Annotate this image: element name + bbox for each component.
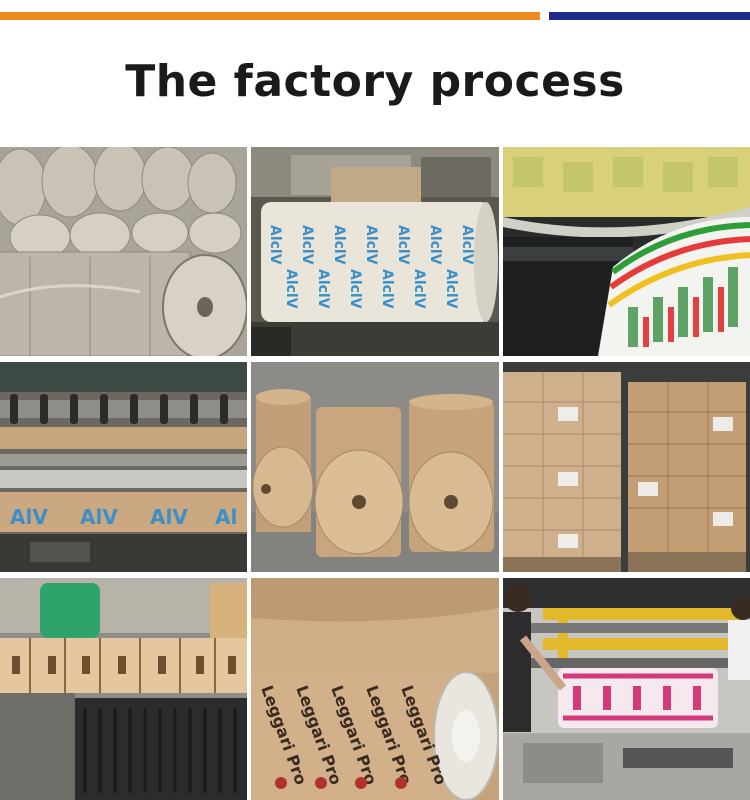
photo-operator-rewinding-machine <box>503 578 750 800</box>
photo-slitting-machine-shafts: AlV AlV AlV Al <box>0 362 247 572</box>
svg-text:AlV: AlV <box>150 505 188 529</box>
svg-text:AlV: AlV <box>10 505 48 529</box>
svg-text:AlclV: AlclV <box>267 225 283 265</box>
photo-printed-roll-aipia-workshop: AlclV AlclV AlclV AlclV AlclV AlclV Alcl… <box>251 147 499 356</box>
photo-packed-cartons-pallets <box>503 362 750 572</box>
svg-text:AlclV: AlclV <box>411 269 427 309</box>
photo-coating-printed-film <box>503 147 750 356</box>
svg-text:AlV: AlV <box>80 505 118 529</box>
svg-text:AlclV: AlclV <box>331 225 347 265</box>
svg-text:AlclV: AlclV <box>299 225 315 265</box>
svg-text:AlclV: AlclV <box>427 225 443 265</box>
svg-text:AlclV: AlclV <box>283 269 299 309</box>
photo-leggari-printed-roll: Leggari Pro Leggari Pro Leggari Pro Legg… <box>251 578 499 800</box>
photo-grid: AlclV AlclV AlclV AlclV AlclV AlclV Alcl… <box>0 147 750 800</box>
svg-text:AlclV: AlclV <box>395 225 411 265</box>
photo-tape-rolls-on-slitter <box>0 578 247 800</box>
photo-three-kraft-rolls-floor <box>251 362 499 572</box>
svg-text:AlclV: AlclV <box>379 269 395 309</box>
svg-text:AlclV: AlclV <box>443 269 459 309</box>
svg-text:AlclV: AlclV <box>315 269 331 309</box>
orange-accent-bar <box>0 12 540 20</box>
svg-text:AlclV: AlclV <box>363 225 379 265</box>
photo-kraft-paper-rolls-stacked <box>0 147 247 356</box>
svg-text:AlclV: AlclV <box>459 225 475 265</box>
svg-text:Al: Al <box>215 505 237 529</box>
blue-accent-bar <box>549 12 750 20</box>
page-title: The factory process <box>125 56 625 107</box>
svg-text:AlclV: AlclV <box>347 269 363 309</box>
